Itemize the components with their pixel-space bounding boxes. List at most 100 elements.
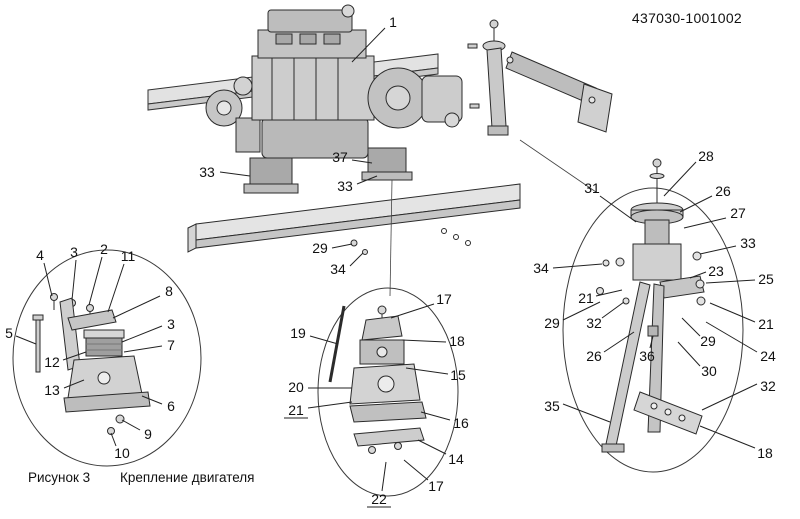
callout-24: 24 [760,348,776,364]
detail-link-lines [389,139,597,297]
leader-line [141,395,163,405]
callout-33: 33 [740,235,756,251]
leader-line [351,159,373,164]
callout-29: 29 [700,333,716,349]
leader-line [62,351,87,361]
callout-28: 28 [698,148,714,164]
callout-1: 1 [389,14,397,30]
callout-21: 21 [578,290,594,306]
leader-line [88,256,103,306]
callout-10: 10 [114,445,130,461]
callout-26: 26 [586,348,602,364]
callout-4: 4 [36,247,44,263]
callout-3: 3 [167,316,175,332]
leader-line [705,321,758,353]
callout-21: 21 [758,316,774,332]
leader-line [43,262,53,297]
callout-29: 29 [312,240,328,256]
left-engine-mount [249,157,293,185]
leader-line [420,411,451,421]
leader-line [15,335,37,345]
leader-line [309,335,339,345]
callout-17: 17 [428,478,444,494]
leader-line [562,301,601,321]
callout-33: 33 [337,178,353,194]
leader-line [689,271,707,279]
leader-line [699,425,756,449]
leader-line [71,259,77,301]
leader-line [649,335,654,349]
callout-14: 14 [448,451,464,467]
leader-line [107,263,125,313]
detail-view-right [562,158,744,473]
callout-34: 34 [533,260,549,276]
leader-line [683,217,727,229]
leader-line [110,432,117,447]
callout-21: 21 [288,402,304,418]
leader-line [307,401,353,409]
callout-22: 22 [371,491,387,507]
leader-line [562,403,611,423]
callout-23: 23 [708,263,724,279]
detail-ellipse-right [562,187,744,473]
callout-9: 9 [144,426,152,442]
frame-rail-lower [187,183,521,253]
callout-8: 8 [165,283,173,299]
callout-27: 27 [730,205,746,221]
callout-15: 15 [450,367,466,383]
leader-line [599,195,637,223]
leader-line [552,263,603,269]
leader-line [679,195,713,213]
leader-line [123,345,163,353]
leader-line [601,301,625,319]
leader-line [401,339,447,343]
callout-2: 2 [100,241,108,257]
callout-19: 19 [290,325,306,341]
callout-36: 36 [639,348,655,364]
callout-37: 37 [332,149,348,165]
leader-line [699,245,737,255]
detail-ellipse-middle [317,287,459,497]
detail-view-middle [317,287,459,497]
leader-line [595,289,623,297]
part-number: 437030-1001002 [631,10,742,26]
right-engine-mount [367,147,407,173]
callout-18: 18 [757,445,773,461]
detail-view-left [12,249,202,467]
callout-30: 30 [701,363,717,379]
leader-line [709,302,756,323]
gearbox [421,75,463,123]
leader-line [403,459,429,481]
leader-line [681,317,701,337]
callout-13: 13 [44,382,60,398]
rubber-cushion [85,337,123,357]
leader-line [356,175,378,185]
figure-title: Крепление двигателя [119,470,255,485]
leader-line [701,383,758,411]
leader-line [405,367,449,375]
callout-12: 12 [44,354,60,370]
leader-line [349,252,364,267]
leader-line [112,295,161,319]
leader-line [390,303,435,319]
figure-caption: Рисунок 3 Крепление двигателя [28,470,255,485]
engine-assembly [205,4,463,194]
upper-support-bracket [467,19,613,136]
callout-17: 17 [436,291,452,307]
leader-line [705,279,756,284]
callout-18: 18 [449,333,465,349]
callout-32: 32 [586,315,602,331]
leader-line [63,379,85,389]
callout-25: 25 [758,271,774,287]
callout-31: 31 [584,180,600,196]
leader-line [351,27,386,63]
callout-6: 6 [167,398,175,414]
callout-26: 26 [715,183,731,199]
leader-line [417,439,447,455]
leader-line [331,243,353,249]
callout-16: 16 [453,415,469,431]
callout-7: 7 [167,337,175,353]
